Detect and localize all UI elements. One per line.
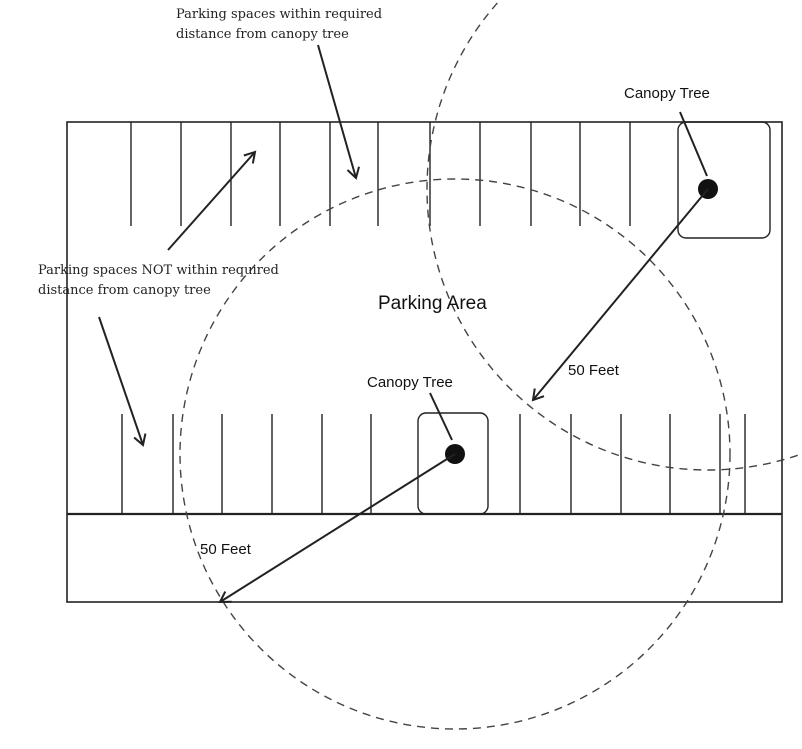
radius-line-top (531, 188, 709, 402)
top-stall-row (130, 122, 631, 226)
bottom-stall-row (121, 414, 746, 514)
note-not-within-line-2: distance from canopy tree (38, 283, 211, 298)
note-within-line-1: Parking spaces within required (176, 7, 382, 22)
radius-circle-bottom-tree (179, 178, 731, 730)
canopy-tree-label-bottom: Canopy Tree (367, 374, 453, 391)
note-within-line-2: distance from canopy tree (176, 27, 349, 42)
tree-island-top (677, 121, 771, 239)
leader-arrow-within (317, 44, 360, 180)
note-not-within-line-1: Parking spaces NOT within required (38, 263, 279, 278)
canopy-tree-label-top: Canopy Tree (624, 85, 710, 102)
leader-arrow-not-within-upper (167, 150, 257, 251)
parking-lot-boundary (66, 121, 783, 603)
tree-island-bottom (417, 412, 489, 515)
radius-line-bottom (218, 453, 456, 604)
leader-arrow-bottom-tree (429, 392, 453, 441)
leader-arrow-top-tree (679, 111, 708, 177)
radius-label-left: 50 Feet (200, 541, 252, 558)
radius-circle-top-tree (426, 0, 802, 471)
parking-area-label: Parking Area (378, 293, 487, 314)
radius-label-right: 50 Feet (568, 362, 620, 379)
leader-arrow-not-within-lower (98, 316, 147, 447)
